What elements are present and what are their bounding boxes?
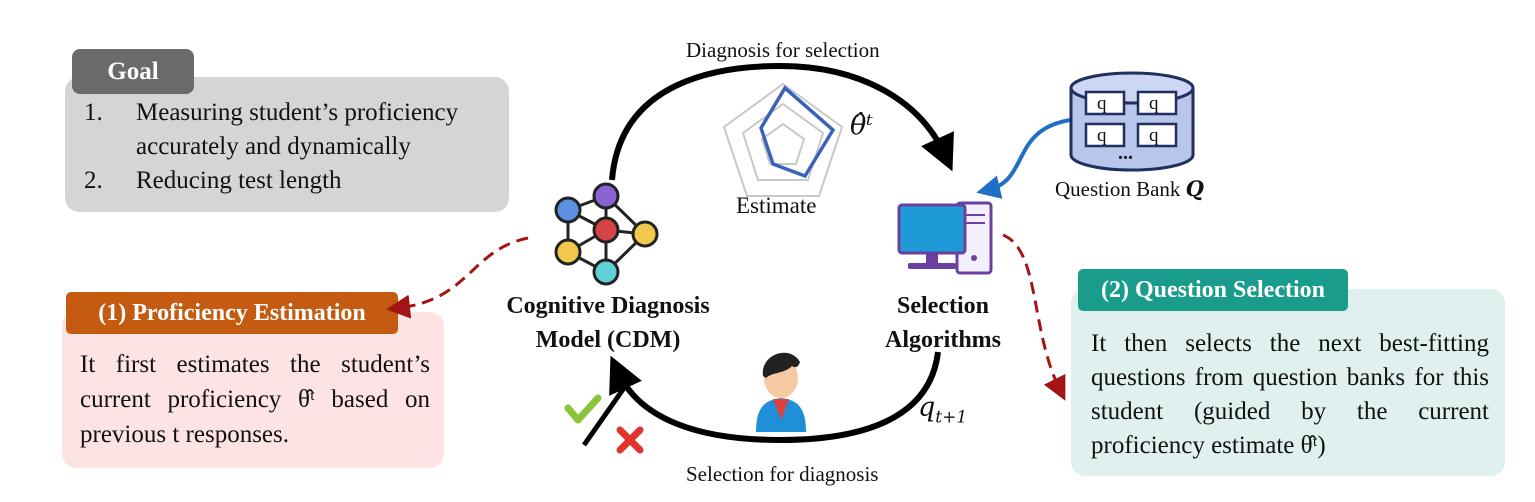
next-question-symbol: q — [918, 392, 936, 423]
next-question-subscript: t+1 — [935, 407, 968, 428]
goal-box — [65, 77, 509, 212]
cdm-label-line2: Model (CDM) — [535, 327, 681, 353]
bank-to-selection-arrow — [976, 118, 1071, 199]
goal-item-text: Reducing test length — [136, 167, 342, 194]
proficiency-box — [62, 312, 444, 468]
question-card-label: q — [1149, 93, 1159, 114]
question-card-label: q — [1097, 125, 1107, 146]
question-bank-dots: ... — [1118, 142, 1133, 164]
question-selection-tab: (2) Question Selection — [1078, 269, 1348, 311]
question-selection-box — [1071, 289, 1505, 476]
check-icon — [564, 394, 602, 424]
cdm-label-line1: Cognitive Diagnosis — [506, 293, 710, 319]
question-bank-label: Question Bank Q — [1055, 176, 1204, 202]
top-cycle-arrow — [609, 62, 954, 181]
bottom-cycle-arrow — [609, 351, 941, 444]
computer-icon — [897, 201, 993, 275]
divider-slash — [581, 386, 627, 447]
cdm-label: Cognitive Diagnosis Model (CDM) — [488, 289, 728, 357]
cdm-to-proficiency-arrow — [386, 236, 529, 319]
selection-algorithms-label: Selection Algorithms — [868, 289, 1018, 357]
question-bank-symbol: Q — [1185, 176, 1204, 201]
estimate-label: Estimate — [736, 193, 817, 218]
question-bank-label-text: Question Bank — [1055, 177, 1181, 201]
theta-label: θ̂ᵗ — [850, 110, 873, 141]
proficiency-text: It first estimates the student’s current… — [80, 351, 430, 448]
question-card-label: q — [1097, 93, 1107, 114]
cross-icon — [616, 426, 644, 454]
selection-for-diagnosis-label: Selection for diagnosis — [686, 462, 879, 486]
goal-item-number: 1. — [84, 99, 103, 126]
question-card-label: q — [1149, 125, 1159, 146]
neural-network-icon — [554, 182, 659, 286]
question-bank-icon — [1069, 71, 1195, 172]
radar-chart-icon — [722, 82, 844, 197]
student-avatar-icon — [756, 352, 806, 432]
diagnosis-for-selection-label: Diagnosis for selection — [686, 38, 880, 62]
goal-tab: Goal — [72, 49, 194, 94]
proficiency-tab: (1) Proficiency Estimation — [66, 292, 398, 334]
goal-item-number: 2. — [84, 167, 103, 194]
question-selection-text: It then selects the next best-fitting qu… — [1091, 330, 1489, 459]
selection-label-line1: Selection — [897, 293, 989, 319]
next-question-label: qt+1 — [918, 392, 967, 427]
selection-label-line2: Algorithms — [885, 327, 1001, 353]
goal-item-text: Measuring student’s proficiency — [136, 99, 459, 126]
goal-item-text: accurately and dynamically — [136, 133, 411, 160]
